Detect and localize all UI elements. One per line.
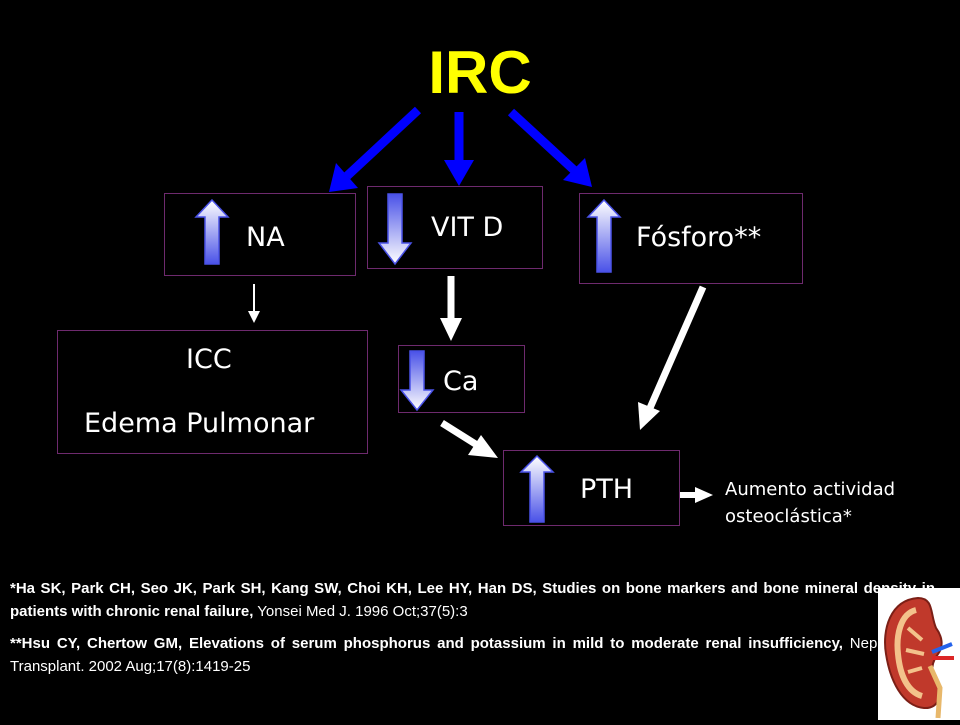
reference-1: *Ha SK, Park CH, Seo JK, Park SH, Kang S…: [10, 577, 935, 623]
fosforo-label: Fósforo**: [636, 222, 762, 253]
effect-line-2: osteoclástica*: [725, 506, 852, 527]
arrow-na-to-icc: [248, 284, 260, 323]
icc-label: ICC: [186, 344, 232, 375]
ca-box: [398, 345, 525, 413]
pth-box: [503, 450, 680, 526]
kidney-icon: [884, 596, 954, 719]
arrow-down-icon: [377, 193, 413, 266]
arrow-ca-to-pth: [440, 420, 498, 458]
edema-label: Edema Pulmonar: [84, 408, 315, 439]
vitd-box: [367, 186, 543, 269]
kidney-image: [878, 588, 960, 720]
arrow-fosforo-to-pth: [638, 285, 707, 430]
ca-label: Ca: [443, 366, 479, 397]
references: *Ha SK, Park CH, Seo JK, Park SH, Kang S…: [10, 577, 935, 687]
arrow-up-icon: [519, 454, 555, 523]
na-label: NA: [246, 222, 285, 253]
na-box: [164, 193, 356, 276]
diagram-title: IRC: [428, 39, 532, 106]
icc-box: [57, 330, 368, 454]
fosforo-box: [579, 193, 803, 284]
arrow-down-icon: [399, 350, 435, 412]
effect-note: Aumento actividad osteoclástica*: [725, 476, 895, 530]
blue-arrow-center: [444, 112, 474, 186]
effect-line-1: Aumento actividad: [725, 479, 896, 500]
arrow-pth-to-effect: [680, 487, 713, 503]
blue-arrow-right: [507, 108, 592, 187]
arrow-vitd-to-ca: [440, 276, 462, 341]
reference-2-authors: **Hsu CY, Chertow GM, Elevations of seru…: [10, 635, 843, 652]
arrow-up-icon: [586, 198, 622, 273]
arrow-up-icon: [194, 198, 230, 265]
reference-1-journal: Yonsei Med J. 1996 Oct;37(5):3: [253, 603, 468, 620]
reference-2: **Hsu CY, Chertow GM, Elevations of seru…: [10, 632, 935, 678]
blue-arrow-left: [329, 106, 422, 192]
vitd-label: VIT D: [431, 212, 504, 243]
pth-label: PTH: [580, 474, 634, 505]
reference-1-authors: *Ha SK, Park CH, Seo JK, Park SH, Kang S…: [10, 580, 935, 620]
